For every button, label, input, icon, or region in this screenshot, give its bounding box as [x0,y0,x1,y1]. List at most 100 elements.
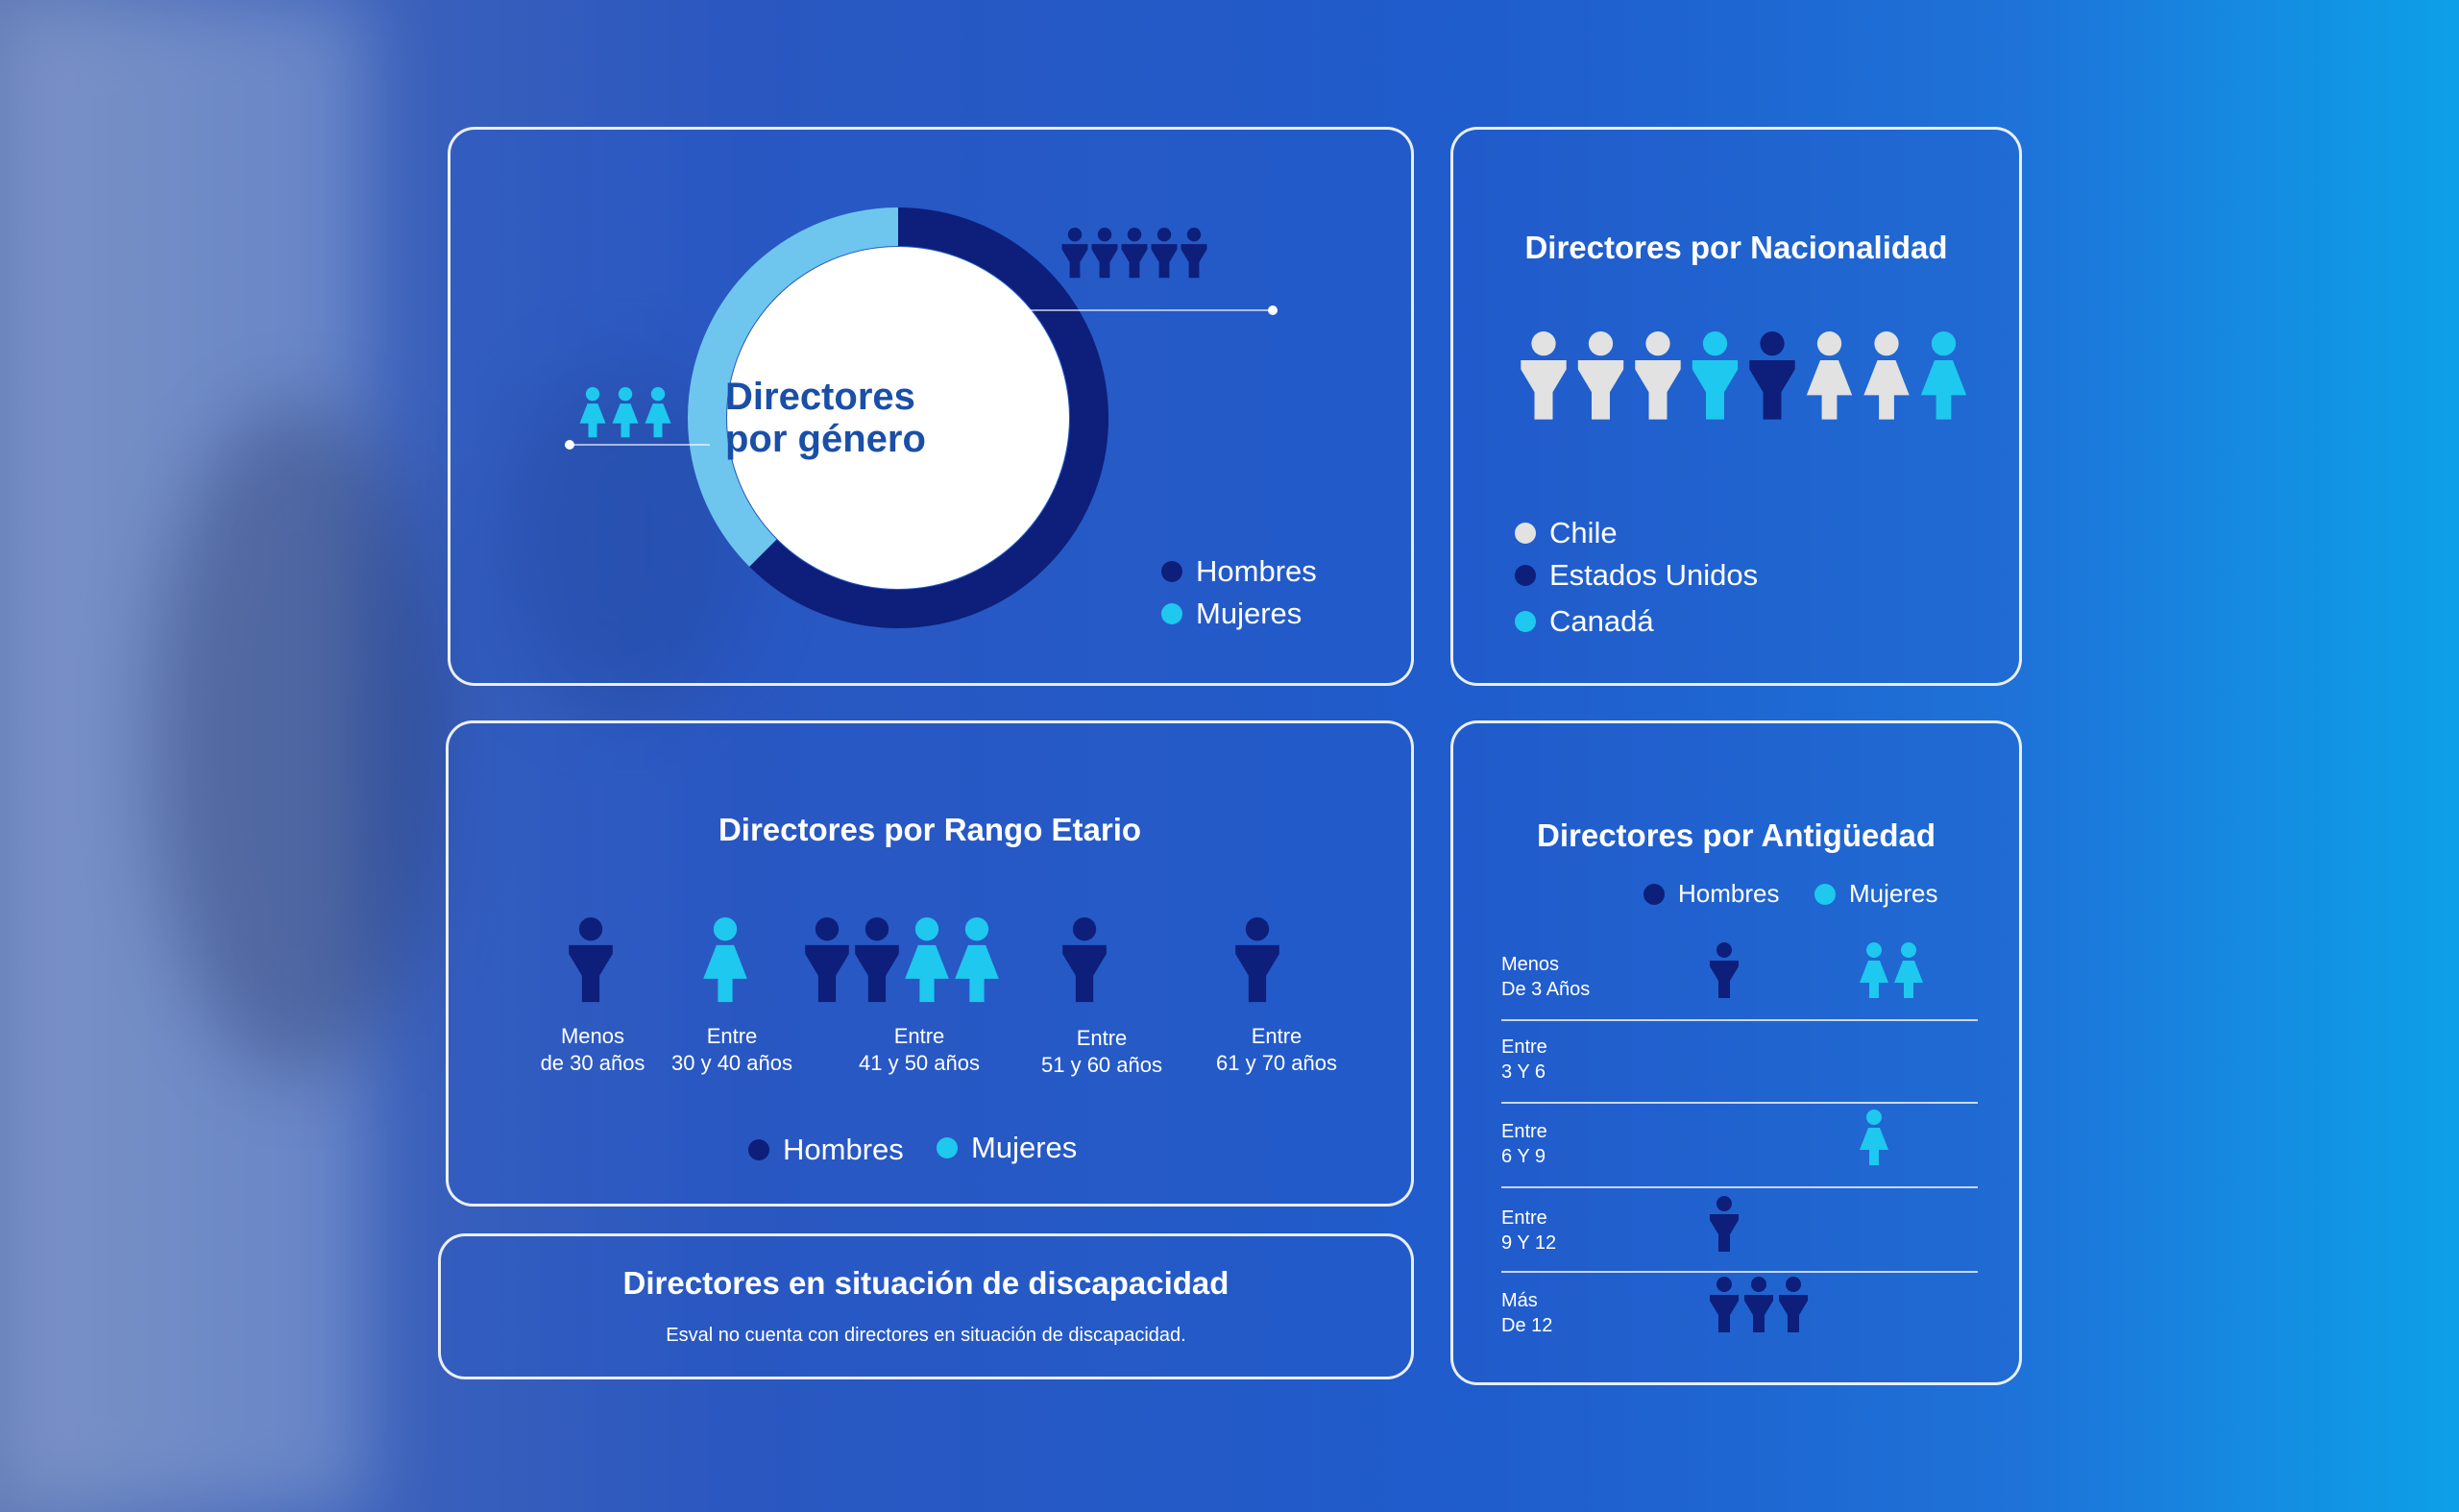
sen-row-4-line1: Entre [1501,1207,1547,1229]
sen-separator-4 [1501,1271,1978,1273]
nationality-person-icon [1806,331,1853,420]
age-label-2: Entre 30 y 40 años [650,1023,814,1077]
age-legend-label-mujeres: Mujeres [971,1131,1078,1164]
age-legend-dot-mujeres [937,1137,958,1158]
legend-dot-canada [1515,611,1536,632]
legend-mujeres: Mujeres [1161,597,1302,631]
gender-panel: Directores por género Hombres Mujeres [448,127,1414,686]
gender-woman-icon [579,387,606,438]
sen-row-2-label: Entre 3 Y 6 [1501,1035,1547,1085]
age-person-icon [569,917,613,1003]
disability-text: Esval no cuenta con directores en situac… [666,1325,1186,1346]
sen-row-3-line1: Entre [1501,1121,1547,1142]
legend-label-hombres: Hombres [1196,554,1317,588]
seniority-woman-icon [1860,1110,1888,1165]
nationality-person-icon [1692,331,1739,420]
seniority-man-icon [1710,1196,1739,1252]
age-person-icon [955,917,999,1003]
legend-label-chile: Chile [1549,516,1618,549]
gender-man-icon [1091,228,1118,279]
sen-legend-hombres: Hombres [1643,879,1779,909]
seniority-figures [1710,942,1923,1332]
gender-title-line2: por género [725,418,926,460]
nationality-figures [1521,331,1967,420]
age-label-4-line1: Entre [1076,1026,1128,1050]
legend-label-mujeres: Mujeres [1196,597,1303,630]
sen-legend-mujeres: Mujeres [1814,879,1937,909]
age-legend-dot-hombres [748,1139,769,1160]
men-leader-dot [1268,305,1278,315]
age-figures [569,917,1279,1003]
legend-dot-chile [1515,523,1536,544]
sen-row-2-line2: 3 Y 6 [1501,1061,1546,1083]
sen-row-1-line2: De 3 Años [1501,979,1591,1000]
seniority-man-icon [1744,1277,1773,1332]
sen-legend-dot-hombres [1643,883,1665,905]
sen-row-5-line2: De 12 [1501,1315,1553,1336]
sen-separator-3 [1501,1186,1978,1188]
age-legend-hombres: Hombres [748,1133,904,1167]
legend-chile: Chile [1515,516,1618,550]
age-label-3-line1: Entre [893,1024,945,1048]
age-title: Directores por Rango Etario [718,812,1142,847]
sen-row-1-line1: Menos [1501,954,1560,975]
gender-man-icon [1181,228,1207,279]
nationality-person-icon [1635,331,1681,420]
legend-hombres: Hombres [1161,554,1317,589]
nationality-person-icon [1863,331,1910,420]
age-person-icon [1235,917,1279,1003]
age-label-1: Menos de 30 años [516,1023,670,1077]
seniority-man-icon [1710,942,1739,998]
sen-row-1-label: Menos De 3 Años [1501,952,1590,1002]
nationality-person-icon [1920,331,1967,420]
age-person-icon [1062,917,1107,1003]
gender-title: Directores por género [725,376,1071,460]
donut-slice-mujeres [688,207,899,567]
age-label-1-line1: Menos [560,1024,625,1048]
seniority-man-icon [1710,1277,1739,1332]
sen-legend-label-hombres: Hombres [1678,879,1780,908]
nationality-person-icon [1749,331,1795,420]
disability-panel: Directores en situación de discapacidad … [438,1233,1414,1379]
disability-title: Directores en situación de discapacidad [622,1265,1230,1301]
gender-man-icon [1061,228,1088,279]
gender-woman-icon [645,387,671,438]
age-label-1-line2: de 30 años [540,1051,645,1075]
legend-dot-estados-unidos [1515,565,1536,586]
age-label-3-line2: 41 y 50 años [859,1051,980,1075]
gender-woman-icon [612,387,639,438]
sen-row-4-label: Entre 9 Y 12 [1501,1206,1556,1256]
sen-row-5-label: Más De 12 [1501,1288,1552,1338]
seniority-panel: Directores por Antigüedad Hombres Mujere… [1450,720,2022,1385]
age-person-icon [905,917,949,1003]
age-label-2-line1: Entre [706,1024,758,1048]
donut-center [727,247,1069,589]
age-person-icon [703,917,747,1003]
gender-title-line1: Directores [725,376,915,418]
age-label-5: Entre 61 y 70 años [1190,1023,1363,1077]
women-leader-dot [565,440,574,450]
age-label-2-line2: 30 y 40 años [671,1051,792,1075]
gender-man-icon [1121,228,1148,279]
legend-label-canada: Canadá [1549,604,1654,638]
legend-dot-hombres [1161,561,1182,582]
nationality-person-icon [1521,331,1567,420]
seniority-woman-icon [1894,942,1923,998]
gender-man-icon [1151,228,1178,279]
gender-donut-chart [565,207,1278,628]
donut-slice-hombres [749,207,1108,628]
age-person-icon [855,917,899,1003]
seniority-woman-icon [1860,942,1888,998]
seniority-title: Directores por Antigüedad [1537,817,1936,853]
sen-separator-1 [1501,1019,1978,1021]
sen-row-2-line1: Entre [1501,1036,1547,1058]
age-label-5-line2: 61 y 70 años [1216,1051,1337,1075]
sen-row-5-line1: Más [1501,1290,1538,1311]
legend-label-estados-unidos: Estados Unidos [1549,558,1759,592]
age-label-5-line1: Entre [1251,1024,1303,1048]
nationality-panel: Directores por Nacionalidad Chile Estado… [1450,127,2022,686]
age-legend-mujeres: Mujeres [937,1131,1077,1165]
sen-row-4-line2: 9 Y 12 [1501,1232,1557,1254]
